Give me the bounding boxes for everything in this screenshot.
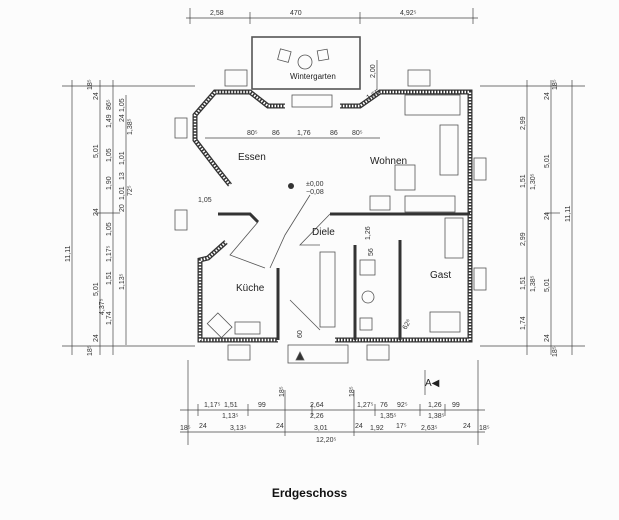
dim-label: 80⁵ (352, 130, 363, 137)
dim-label: 99 (452, 402, 460, 409)
dim-label: 18⁵ (279, 386, 286, 397)
dim-label: 18⁵ (552, 79, 559, 90)
room-label-kueche: Küche (236, 283, 265, 294)
dim-label: 1,17⁵ (204, 402, 221, 409)
dim-label: 18⁵ (87, 345, 94, 356)
dim-label-total: 12,20⁵ (316, 437, 337, 444)
room-label-wohnen: Wohnen (370, 156, 407, 167)
dim-label: 1,38⁵ (530, 275, 537, 292)
dim-label: 24 (199, 423, 207, 430)
dim-label: 2,58 (210, 10, 224, 17)
dim-label: 24 (93, 334, 100, 342)
dim-label: 62⁶ (402, 318, 413, 331)
dim-label: 24 (355, 423, 363, 430)
dim-label: 1,05 (106, 222, 113, 236)
dim-label: 24 (544, 92, 551, 100)
dim-label: 1,51 (106, 271, 113, 285)
plan-title: Erdgeschoss (271, 486, 348, 500)
dim-label: 1,35⁵ (380, 413, 397, 420)
dim-label: 17⁵ (396, 423, 407, 430)
dim-label: 18⁵ (479, 425, 490, 432)
dim-label: 1,38⁵ (127, 118, 134, 135)
dim-label: 2,64 (310, 402, 324, 409)
dim-label: 1,26 (365, 226, 372, 240)
dim-label: 1,74 (106, 311, 113, 325)
dim-label: 1,51 (520, 174, 527, 188)
dim-label: 1,51 (520, 276, 527, 290)
dim-label: 470 (290, 10, 302, 17)
dim-label: 24 (463, 423, 471, 430)
dim-label: 1,13⁵ (119, 273, 126, 290)
dim-label: 1,49 (106, 114, 113, 128)
dim-label: 1,92 (370, 425, 384, 432)
dim-label: 2,00 (370, 64, 377, 78)
dim-label: 5,01 (544, 154, 551, 168)
dim-label: 20 (119, 204, 126, 212)
level-mark-top: ±0,00 (306, 181, 324, 188)
dim-label: 24 (276, 423, 284, 430)
dim-label: 4,92⁵ (400, 10, 417, 17)
dim-label: 1,30⁵ (530, 173, 537, 190)
dim-label: 60 (297, 330, 304, 338)
dim-label: 1,38⁵ (428, 413, 445, 420)
section-marker: A◀ (425, 378, 440, 389)
dim-label: 86⁵ (106, 99, 113, 110)
dim-label: 1,05 (106, 148, 113, 162)
dim-label: 18⁵ (180, 425, 191, 432)
dim-label: 2,99 (520, 232, 527, 246)
dim-label: 1,05 (198, 197, 212, 204)
dim-label: 18⁵ (552, 346, 559, 357)
dim-label: 3,13⁵ (230, 425, 247, 432)
wintergarten-room (251, 36, 361, 90)
dim-label: 3,01 (314, 425, 328, 432)
dim-label: 5,01 (93, 282, 100, 296)
dim-label: 1,05 (119, 98, 126, 112)
exterior-walls (192, 89, 473, 343)
dim-label: 76 (380, 402, 388, 409)
dim-label: 24 (544, 212, 551, 220)
dim-label: 1,51 (224, 402, 238, 409)
dim-label: 18⁵ (87, 79, 94, 90)
room-label-wintergarten: Wintergarten (290, 72, 336, 81)
dim-label: 5,01 (544, 278, 551, 292)
dim-label: 1,01 (119, 186, 126, 200)
room-label-gast: Gast (430, 270, 451, 281)
level-mark-bottom: −0,08 (306, 189, 324, 196)
dim-label: 13 (119, 172, 126, 180)
dim-label: 1,76 (297, 130, 311, 137)
dimension-lines (62, 8, 585, 445)
dim-label: 1,17⁵ (106, 245, 113, 262)
dim-label: 24 (93, 208, 100, 216)
dim-label: 72⁵ (127, 185, 134, 196)
dim-label: 2,63⁵ (421, 425, 438, 432)
room-label-essen: Essen (238, 152, 266, 163)
dim-label: 18⁵ (349, 386, 356, 397)
dim-label: 80⁵ (247, 130, 258, 137)
dim-label: 2,26 (310, 413, 324, 420)
dim-label: 99 (258, 402, 266, 409)
dim-label: 24 (119, 114, 126, 122)
dim-label: 2,99 (520, 116, 527, 130)
dim-label: 56 (368, 248, 375, 256)
dim-label: 1,01 (119, 151, 126, 165)
dim-label: 24 (544, 334, 551, 342)
interior-walls (174, 69, 487, 364)
dim-label: 1,90 (106, 176, 113, 190)
dim-label: 1,74 (520, 316, 527, 330)
dim-label: 4,37⁵ (99, 298, 106, 315)
dim-label: 1,26 (428, 402, 442, 409)
dim-label: 86 (330, 130, 338, 137)
dim-label: 24 (93, 92, 100, 100)
dim-label: 1,27⁵ (357, 402, 374, 409)
room-label-diele: Diele (312, 227, 335, 238)
dim-label-total: 11,11 (65, 245, 72, 262)
dim-label: 1,13⁵ (222, 413, 239, 420)
dim-label: 5,01 (93, 144, 100, 158)
dim-label-total: 11,11 (565, 205, 572, 222)
dim-label: 86 (272, 130, 280, 137)
dim-label: 92⁵ (397, 402, 408, 409)
